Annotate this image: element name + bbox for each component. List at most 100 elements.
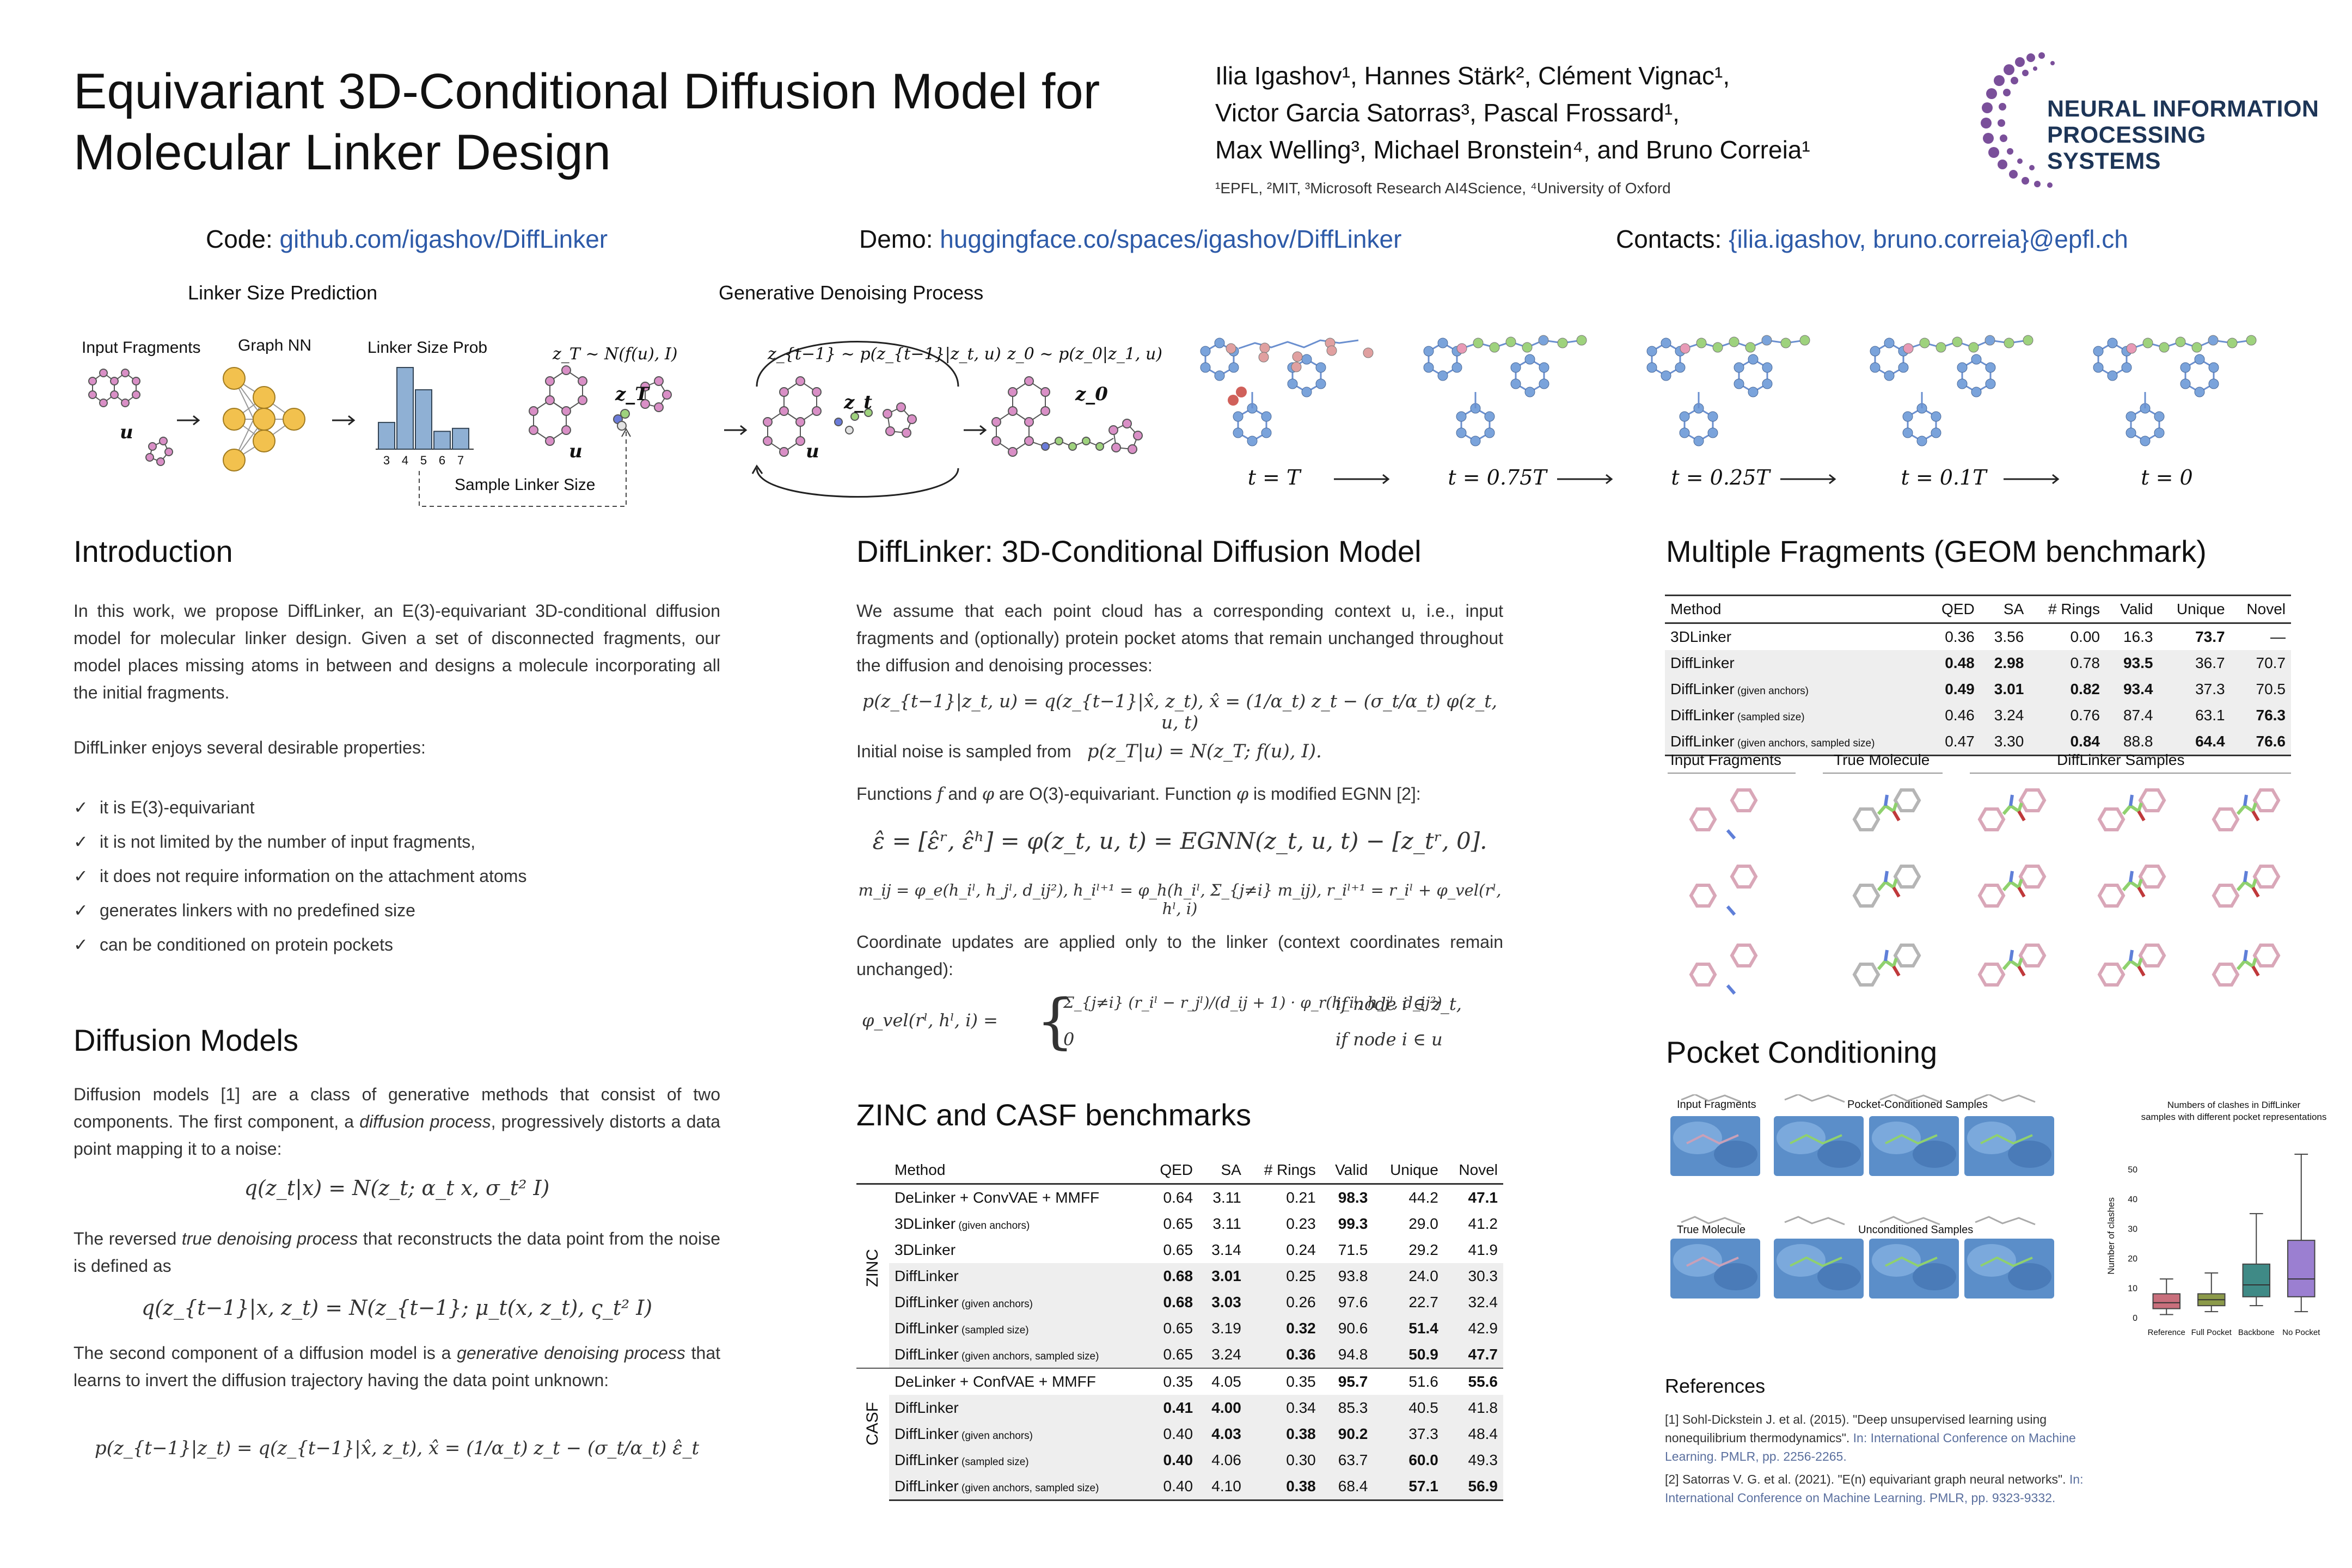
clash-boxplot: Numbers of clashes in DiffLinkersamples … <box>2106 1100 2326 1337</box>
title-line-1: Equivariant 3D-Conditional Diffusion Mod… <box>74 64 1100 119</box>
value-cell: 0.38 <box>1246 1473 1321 1501</box>
method-cell: DeLinker + ConvVAE + MMFF <box>895 1189 1100 1206</box>
references-heading: References <box>1665 1375 1766 1397</box>
geom-heading: Multiple Fragments (GEOM benchmark) <box>1666 534 2207 568</box>
text-span: and <box>948 784 977 804</box>
text-span: Initial noise is sampled from <box>856 742 1071 761</box>
arrow-icon <box>1780 474 1836 485</box>
value-cell: 56.9 <box>1443 1473 1503 1501</box>
reference-text: [2] Satorras V. G. et al. (2021). "E(n) … <box>1665 1472 2066 1486</box>
checklist-text: it is not limited by the number of input… <box>100 832 476 852</box>
graph-nn-icon <box>223 367 305 471</box>
pocket-uncond-label: Unconditioned Samples <box>1858 1224 1973 1236</box>
value-cell: 37.3 <box>1373 1421 1444 1447</box>
value-cell: 4.03 <box>1198 1421 1247 1447</box>
boxplot-ytick: 40 <box>2128 1195 2137 1204</box>
eq-vel-case-1: Σ_{j≠i} (r_iˡ − r_jˡ)/(d_ij + 1) · φ_r(h… <box>1063 994 1442 1012</box>
column-header: Unique <box>1373 1157 1444 1185</box>
value-cell: 29.2 <box>1408 1241 1438 1258</box>
geom-molecule-grid <box>1689 788 2281 995</box>
pocket-panel: Input Fragments Pocket-Conditioned Sampl… <box>1670 1093 2326 1337</box>
pocket-structure-tile <box>1670 1093 1760 1176</box>
value-cell: 4.10 <box>1198 1473 1247 1501</box>
boxplot-category-label: Reference <box>2148 1328 2185 1337</box>
value-cell: 90.6 <box>1321 1315 1374 1342</box>
authors-line-1: Ilia Igashov¹, Hannes Stärk², Clément Vi… <box>1215 62 1730 90</box>
contacts-link[interactable]: {ilia.igashov, bruno.correia}@epfl.ch <box>1729 225 2128 253</box>
context-u-label-3: u <box>806 440 819 462</box>
code-link[interactable]: github.com/igashov/DiffLinker <box>279 225 608 253</box>
value-cell: 0.38 <box>1246 1421 1321 1447</box>
text-emph: generative denoising process <box>457 1343 685 1363</box>
reference-venue: In: International Conference on Machine … <box>1665 1431 2076 1463</box>
value-cell: 0.36 <box>1246 1342 1321 1368</box>
value-cell: — <box>2270 628 2286 645</box>
equation-initial-noise: p(z_T|u) = N(z_T; f(u), I). <box>1087 740 1322 762</box>
value-cell: 51.4 <box>1373 1315 1444 1342</box>
arrow-icon <box>964 425 987 436</box>
method-cell: DiffLinker <box>889 1263 1146 1289</box>
affiliations: ¹EPFL, ²MIT, ³Microsoft Research AI4Scie… <box>1215 180 1671 197</box>
value-cell: 4.00 <box>1198 1395 1247 1421</box>
group-label: ZINC <box>856 1184 889 1368</box>
checkmark-icon: ✓ <box>74 935 88 954</box>
boxplot-box <box>2242 1213 2270 1307</box>
diffusion-heading: Diffusion Models <box>74 1023 298 1057</box>
checklist-item: ✓it does not require information on the … <box>74 859 526 893</box>
value-cell: 3.56 <box>1994 628 2024 645</box>
symbol-phi: φ <box>1236 783 1249 804</box>
value-cell: 4.06 <box>1198 1447 1247 1473</box>
timestep-molecule <box>1646 335 1810 446</box>
value-cell: 55.6 <box>1443 1368 1503 1395</box>
histogram-bar <box>433 431 451 450</box>
boxplot-box <box>2152 1278 2180 1315</box>
molecule-thumbnail <box>1852 788 1921 832</box>
table-row: DiffLinker (given anchors, sampled size)… <box>1665 728 2291 756</box>
eq-vel-case-2: 0 <box>1063 1029 1075 1050</box>
eq-zT-label: z_T ~ N(f(u), I) <box>552 345 677 364</box>
geom-true-label: True Molecule <box>1834 751 1930 768</box>
boxplot-ytick: 30 <box>2128 1224 2137 1234</box>
arrow-icon <box>1557 474 1613 485</box>
boxplot-ytick: 0 <box>2133 1314 2137 1323</box>
histogram-bar <box>378 421 395 450</box>
value-cell: 0.21 <box>1286 1189 1316 1206</box>
code-label: Code: <box>206 225 280 253</box>
value-cell: 0.40 <box>1146 1473 1199 1501</box>
value-cell: 3.24 <box>1980 702 2030 728</box>
neurips-logo: NEURAL INFORMATION PROCESSING SYSTEMS <box>1971 47 2319 199</box>
value-cell: 3.11 <box>1212 1215 1241 1232</box>
diffusion-paragraph-1: Diffusion models [1] are a class of gene… <box>74 1081 720 1162</box>
zT-label: z_T <box>615 383 650 405</box>
molecule-thumbnail <box>1852 864 1921 908</box>
text-span: The reversed <box>74 1229 182 1248</box>
histogram-tick-label: 6 <box>439 454 445 467</box>
text-span: Functions <box>856 784 932 804</box>
demo-link[interactable]: huggingface.co/spaces/igashov/DiffLinker <box>940 225 1402 253</box>
graph-nn-label: Graph NN <box>238 336 311 354</box>
arrow-icon <box>332 415 356 426</box>
text-span: that learns to invert the diffusion traj… <box>74 1343 721 1390</box>
boxplot-title: samples with different pocket representa… <box>2141 1112 2327 1122</box>
value-cell: 0.65 <box>1163 1215 1193 1232</box>
value-cell: 3.01 <box>1980 676 2030 702</box>
overview-figure: Linker Size Prediction Generative Denois… <box>71 281 2330 517</box>
method-cell: DiffLinker (given anchors, sampled size) <box>889 1473 1146 1501</box>
boxplot-category-label: No Pocket <box>2282 1328 2320 1337</box>
z0-molecule <box>991 376 1143 457</box>
value-cell: 0.68 <box>1146 1289 1199 1315</box>
arrow-icon <box>1334 474 1390 485</box>
value-cell: 0.24 <box>1286 1241 1316 1258</box>
timestep-label: t = 0.75T <box>1448 465 1548 489</box>
value-cell: 3.30 <box>1980 728 2030 756</box>
pocket-tiles <box>1670 1093 2054 1298</box>
